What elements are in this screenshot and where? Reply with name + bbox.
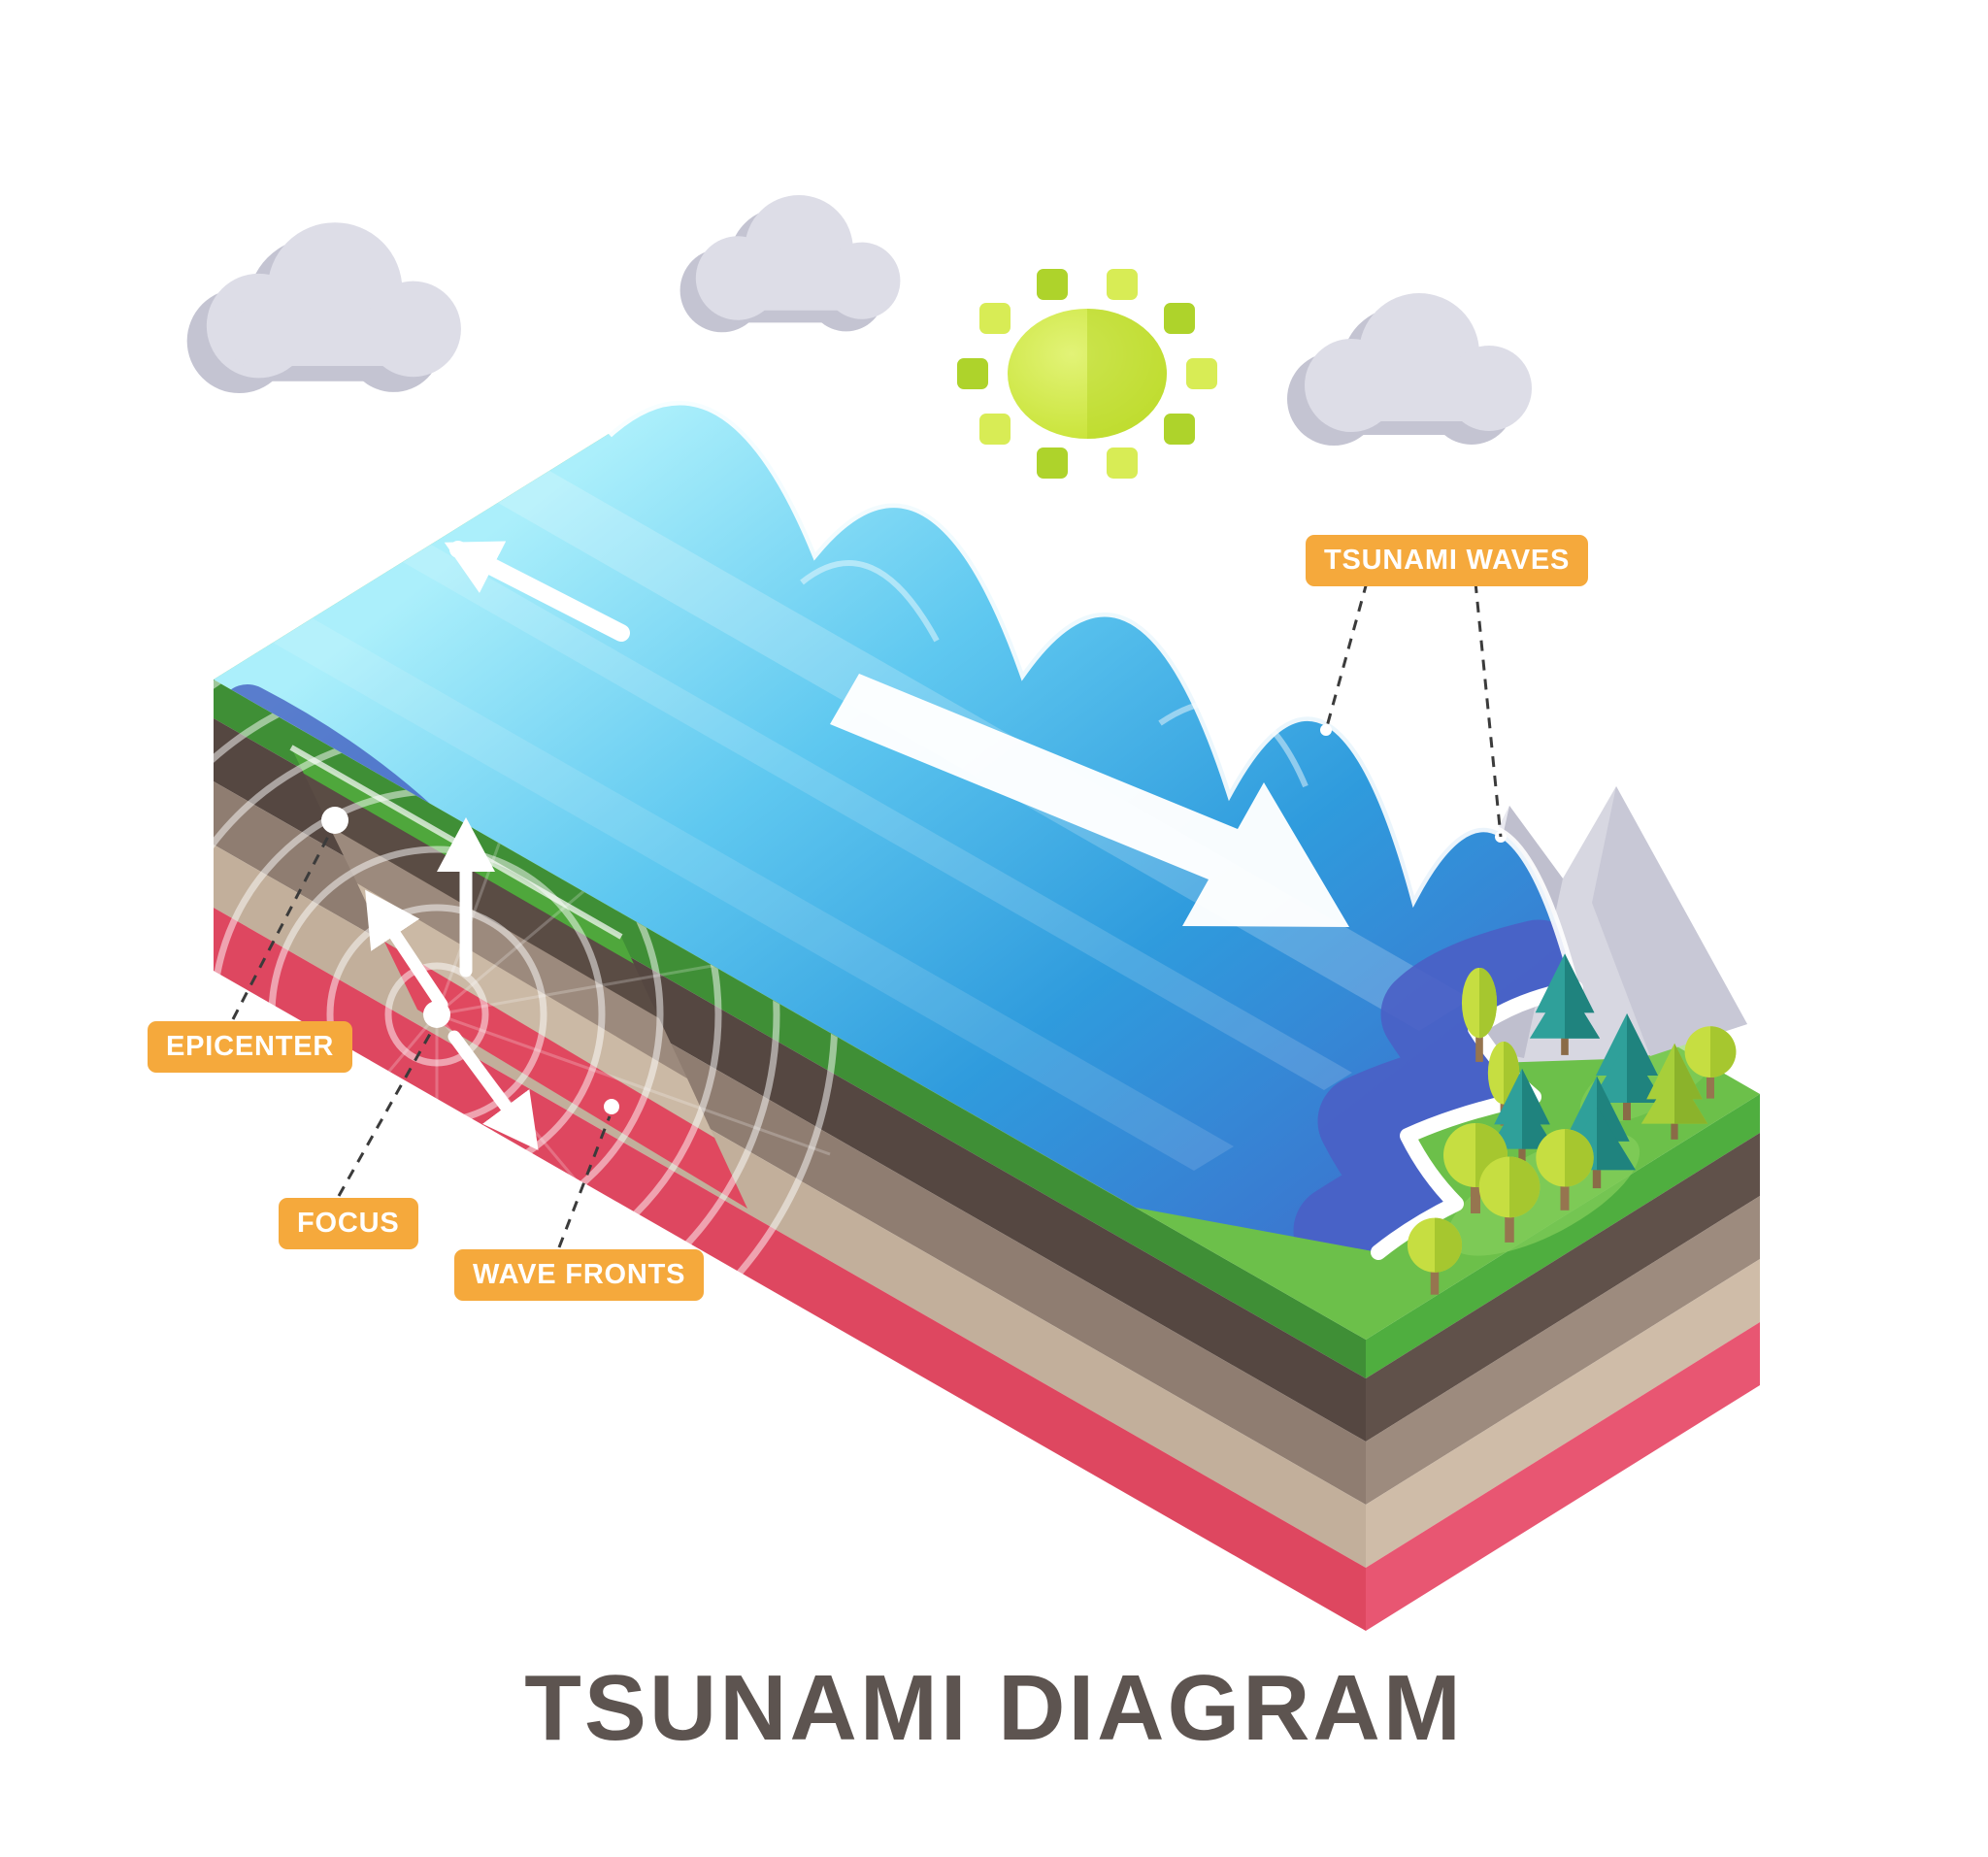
cloud-icon <box>1287 293 1532 446</box>
wavefront-marker <box>604 1099 619 1114</box>
label-focus: FOCUS <box>279 1198 418 1249</box>
sky <box>186 195 1532 479</box>
strata-southeast <box>1366 1094 1760 1631</box>
label-wave-fronts: WAVE FRONTS <box>454 1249 705 1301</box>
leader-focus <box>337 1026 436 1197</box>
leader-lines <box>231 581 1503 1248</box>
label-epicenter: EPICENTER <box>148 1021 353 1073</box>
leader-epicenter <box>231 830 333 1020</box>
label-tsunami-waves: TSUNAMI WAVES <box>1306 535 1589 586</box>
leader-tsunami-waves-1 <box>1324 581 1369 731</box>
sun-icon <box>957 269 1217 479</box>
backwash-arrow <box>444 541 630 642</box>
leader-tsunami-waves-2 <box>1474 581 1503 838</box>
tsunami-wave-crests <box>605 396 1580 990</box>
leader-wave-fronts <box>557 1115 612 1248</box>
epicenter-marker <box>321 807 348 834</box>
wave-crest-marker <box>1320 724 1332 736</box>
displacement-arrows <box>365 817 539 1150</box>
cloud-icon <box>679 195 901 333</box>
diagram-title: TSUNAMI DIAGRAM <box>524 1656 1464 1760</box>
focus-marker <box>423 1001 450 1028</box>
earth-block <box>214 396 1760 1631</box>
wave-direction-arrow <box>830 674 1349 927</box>
cloud-icon <box>186 222 461 394</box>
